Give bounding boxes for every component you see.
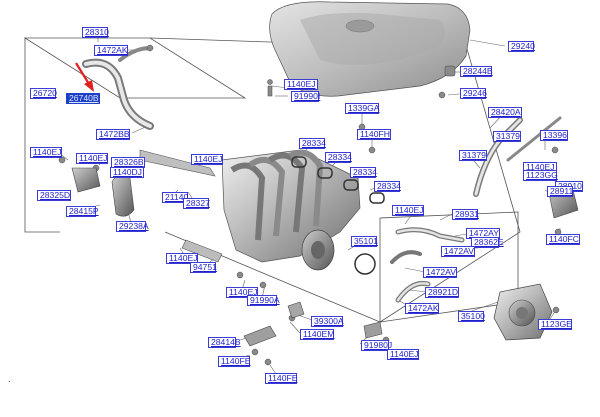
- pointer-arrow-icon: [75, 62, 94, 92]
- part-number-label-1140fe[interactable]: 1140FE: [265, 373, 297, 384]
- part-number-label-29238a[interactable]: 29238A: [116, 221, 149, 232]
- part-number-label-1140fe[interactable]: 1140FE: [218, 356, 250, 367]
- part-number-label-91980j[interactable]: 91980J: [361, 340, 392, 351]
- part-number-label-1123ge[interactable]: 1123GE: [538, 319, 572, 330]
- part-number-label-91990i[interactable]: 91990I: [291, 91, 320, 102]
- part-number-label-1140ej[interactable]: 1140EJ: [226, 287, 258, 298]
- part-number-label-1472ak[interactable]: 1472AK: [94, 45, 128, 56]
- part-number-label-31379[interactable]: 31379: [459, 150, 487, 161]
- part-number-label-26720[interactable]: 26720: [30, 88, 57, 99]
- part-number-label-26740b[interactable]: 26740B: [66, 93, 100, 104]
- part-number-label-1140fh[interactable]: 1140FH: [357, 129, 391, 140]
- part-number-label-29246[interactable]: 29246: [460, 88, 487, 99]
- part-number-label-29240[interactable]: 29240: [508, 41, 535, 52]
- part-number-label-35100[interactable]: 35100: [458, 311, 485, 322]
- part-number-label-28911[interactable]: 28911: [547, 186, 573, 197]
- part-number-label-1472ak[interactable]: 1472AK: [405, 303, 439, 314]
- part-number-label-1140ej[interactable]: 1140EJ: [387, 349, 419, 360]
- part-number-label-1472av[interactable]: 1472AV: [423, 267, 457, 278]
- part-number-label-1140em[interactable]: 1140EM: [300, 329, 334, 340]
- part-number-label-1140ej[interactable]: 1140EJ: [392, 205, 424, 216]
- part-number-label-1123gg[interactable]: 1123GG: [523, 170, 558, 181]
- corner-mark: .: [8, 374, 11, 384]
- part-number-label-13396[interactable]: 13396: [540, 130, 568, 141]
- part-number-label-28325d[interactable]: 28325D: [37, 190, 71, 201]
- part-number-label-1472av[interactable]: 1472AV: [441, 246, 475, 257]
- part-number-label-21140[interactable]: 21140: [162, 192, 188, 203]
- part-number-label-28414b[interactable]: 28414B: [208, 337, 241, 348]
- part-number-label-35101[interactable]: 35101: [351, 236, 378, 247]
- gaskets: [291, 156, 385, 275]
- part-number-label-28327[interactable]: 28327: [183, 198, 210, 209]
- part-number-label-1140fc[interactable]: 1140FC: [546, 234, 580, 245]
- part-number-label-28334[interactable]: 28334: [325, 152, 352, 163]
- part-number-label-1339ga[interactable]: 1339GA: [345, 103, 380, 114]
- part-number-label-28310[interactable]: 28310: [82, 27, 109, 38]
- part-number-label-28362e[interactable]: 28362E: [471, 237, 504, 248]
- part-number-label-28334[interactable]: 28334: [374, 181, 401, 192]
- throttle-body: [493, 283, 553, 341]
- part-number-label-1140ej[interactable]: 1140EJ: [30, 147, 62, 158]
- part-number-label-39300a[interactable]: 39300A: [311, 316, 344, 327]
- breather-hose-highlight: [84, 60, 152, 128]
- part-number-label-1472bb[interactable]: 1472BB: [96, 129, 130, 140]
- part-number-label-1140dj[interactable]: 1140DJ: [110, 167, 144, 178]
- part-number-label-28244b[interactable]: 28244B: [460, 66, 493, 77]
- intake-manifold: [221, 149, 361, 271]
- part-number-label-1140ej[interactable]: 1140EJ: [76, 153, 108, 164]
- part-number-label-28334[interactable]: 28334: [350, 167, 377, 178]
- part-number-label-28420a[interactable]: 28420A: [488, 107, 522, 118]
- engine-cover-ridge: [300, 12, 445, 65]
- part-number-label-28931[interactable]: 28931: [452, 209, 479, 220]
- part-number-label-1140ej[interactable]: 1140EJ: [284, 79, 318, 90]
- part-number-label-91990a[interactable]: 91990A: [247, 295, 280, 306]
- part-number-label-94751[interactable]: 94751: [190, 262, 217, 273]
- cover-emblem: [345, 19, 375, 33]
- part-number-label-1140ej[interactable]: 1140EJ: [191, 154, 223, 165]
- part-number-label-28415p[interactable]: 28415P: [66, 206, 99, 217]
- part-number-label-31379[interactable]: 31379: [493, 131, 521, 142]
- part-number-label-28921d[interactable]: 28921D: [425, 287, 459, 298]
- sensors-and-brackets: [71, 149, 383, 347]
- part-number-label-1140ej[interactable]: 1140EJ: [166, 253, 198, 264]
- part-number-label-28334[interactable]: 28334: [299, 138, 326, 149]
